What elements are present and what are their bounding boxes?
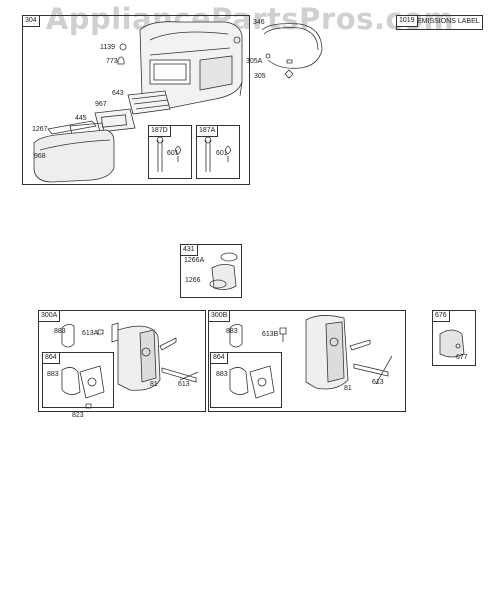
blower-housing-drawing bbox=[139, 21, 243, 113]
group-864a-tag: 864 bbox=[42, 352, 60, 364]
part-label-1267: 1267 bbox=[32, 126, 48, 133]
group-431-tag: 431 bbox=[180, 244, 198, 256]
part-601b-shape bbox=[225, 145, 231, 162]
group-300b-box bbox=[208, 310, 406, 412]
part-label-346: 346 bbox=[253, 19, 265, 26]
part-883c-shape bbox=[229, 324, 243, 348]
group-187a-tag: 187A bbox=[196, 125, 219, 137]
part-label-967: 967 bbox=[95, 101, 107, 108]
part-346-shape bbox=[261, 23, 323, 69]
part-label-883b: 883 bbox=[47, 371, 59, 378]
muffler-300a-drawing bbox=[97, 322, 199, 391]
part-883d-shape bbox=[229, 367, 249, 395]
part-601a-shape bbox=[175, 145, 181, 162]
part-label-1266a: 1266A bbox=[184, 257, 205, 264]
part-305-shape bbox=[284, 69, 294, 79]
part-1139-shape bbox=[119, 43, 127, 51]
part-968-shape bbox=[33, 129, 115, 183]
group-864a-box bbox=[42, 352, 114, 408]
part-676-shape bbox=[439, 329, 465, 358]
part-label-613a: 613A bbox=[82, 330, 99, 337]
part-label-613b: 613B bbox=[262, 331, 279, 338]
part-label-601b: 601 bbox=[216, 150, 228, 157]
group-300a-box bbox=[38, 310, 206, 412]
group-304-box bbox=[22, 15, 250, 185]
part-label-823: 823 bbox=[72, 412, 84, 419]
group-300b-tag: 300B bbox=[208, 310, 231, 322]
part-label-883a: 883 bbox=[54, 328, 66, 335]
part-1266-shape bbox=[209, 279, 227, 289]
part-label-305: 305 bbox=[254, 73, 266, 80]
part-label-677: 677 bbox=[456, 354, 468, 361]
group-864b-box bbox=[210, 352, 282, 408]
group-304-tag: 304 bbox=[22, 15, 40, 27]
part-label-613x: 613 bbox=[178, 381, 190, 388]
part-1019-tag: 1019 bbox=[396, 15, 418, 27]
part-label-883c: 883 bbox=[226, 328, 238, 335]
group-676-tag: 676 bbox=[432, 310, 450, 322]
part-label-601a: 601 bbox=[167, 150, 179, 157]
part-label-81a: 81 bbox=[150, 381, 158, 388]
part-187a-shape bbox=[205, 140, 211, 172]
part-label-643: 643 bbox=[112, 90, 124, 97]
group-676-box bbox=[432, 310, 476, 366]
part-883b-shape bbox=[61, 367, 81, 395]
part-label-883d: 883 bbox=[216, 371, 228, 378]
group-431-box bbox=[180, 244, 242, 298]
group-187d-tag: 187D bbox=[148, 125, 171, 137]
part-label-1266: 1266 bbox=[185, 277, 201, 284]
part-187d-shape bbox=[157, 140, 163, 172]
part-label-968: 968 bbox=[34, 153, 46, 160]
part-1266a-shape bbox=[220, 252, 238, 262]
part-label-613y: 613 bbox=[372, 379, 384, 386]
muffler-300b-drawing bbox=[279, 315, 393, 390]
part-773-shape bbox=[117, 56, 125, 65]
part-677-shape bbox=[455, 343, 461, 349]
part-label-445: 445 bbox=[75, 115, 87, 122]
part-883a-shape bbox=[61, 324, 75, 348]
part-823-shape bbox=[85, 403, 92, 409]
group-300a-tag: 300A bbox=[38, 310, 61, 322]
part-label-1139: 1139 bbox=[100, 44, 116, 51]
part-label-81b: 81 bbox=[344, 385, 352, 392]
part-967-shape bbox=[94, 108, 136, 133]
part-643-drawing bbox=[127, 90, 171, 115]
group-864b-tag: 864 bbox=[210, 352, 228, 364]
part-1267-shape bbox=[47, 120, 97, 135]
part-label-305a: 305A bbox=[246, 58, 263, 65]
part-305a-shape bbox=[286, 59, 293, 64]
part-label-773: 773 bbox=[106, 58, 118, 65]
emissions-label-text: EMISSIONS LABEL bbox=[417, 18, 480, 25]
